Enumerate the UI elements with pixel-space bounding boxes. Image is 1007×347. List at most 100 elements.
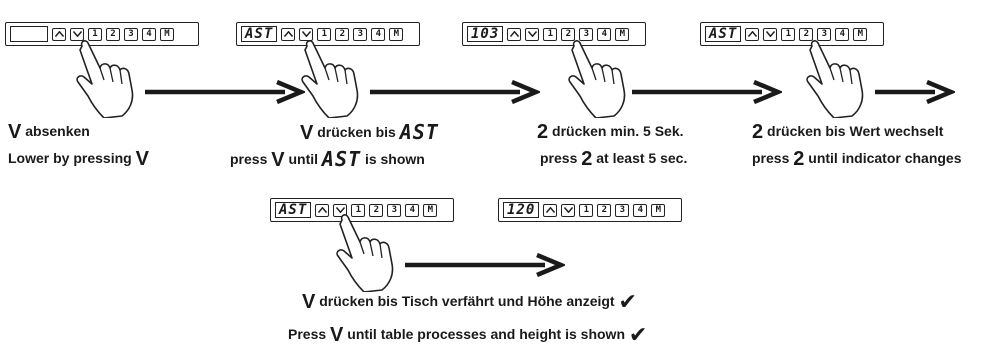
key2-symbol: 2	[537, 121, 549, 143]
up-key[interactable]	[281, 27, 296, 41]
step5-de-text: drücken bis Tisch verfährt und Höhe anze…	[319, 293, 615, 309]
key-1[interactable]: 1	[317, 27, 332, 41]
key-3[interactable]: 3	[387, 203, 402, 217]
key-3[interactable]: 3	[579, 27, 594, 41]
key-3[interactable]: 3	[124, 27, 138, 41]
down-key[interactable]	[561, 203, 576, 217]
key-1[interactable]: 1	[351, 203, 366, 217]
key2-symbol: 2	[793, 148, 805, 170]
pointing-hand-icon	[301, 40, 359, 118]
key-3[interactable]: 3	[615, 203, 630, 217]
checkmark-icon: ✔	[628, 322, 648, 347]
step2-caption-de: V drücken bis AST	[300, 122, 439, 143]
arrow-right-icon	[405, 253, 565, 277]
checkmark-icon: ✔	[618, 289, 637, 314]
key-1[interactable]: 1	[88, 27, 102, 41]
key-m[interactable]: M	[615, 27, 630, 41]
arrow-right-icon	[632, 80, 782, 104]
key-m[interactable]: M	[651, 203, 666, 217]
key-2[interactable]: 2	[369, 203, 384, 217]
down-key[interactable]	[763, 27, 778, 41]
key-2[interactable]: 2	[597, 203, 612, 217]
down-symbol: V	[302, 291, 316, 313]
step5-en-suffix: until table processes and height is show…	[347, 326, 625, 342]
down-symbol: V	[135, 148, 149, 170]
control-panel-4: AST 1 2 3 4 M	[700, 22, 884, 46]
key-3[interactable]: 3	[817, 27, 832, 41]
step1-de-text: absenken	[25, 123, 90, 139]
key-1[interactable]: 1	[543, 27, 558, 41]
control-panel-1: 1 2 3 4 M	[5, 22, 199, 46]
down-key[interactable]	[525, 27, 540, 41]
up-key[interactable]	[507, 27, 522, 41]
step3-en-prefix: press	[540, 150, 578, 166]
step5-en-prefix: Press	[288, 326, 327, 342]
control-panel-6: 120 1 2 3 4 M	[498, 198, 682, 222]
control-panel-5: AST 1 2 3 4 M	[270, 198, 454, 222]
key-2[interactable]: 2	[561, 27, 576, 41]
step2-de-code: AST	[399, 120, 439, 144]
key-m[interactable]: M	[389, 27, 404, 41]
step1-en-text: Lower by pressing	[8, 150, 132, 166]
key-2[interactable]: 2	[106, 27, 120, 41]
key-4[interactable]: 4	[142, 27, 156, 41]
step4-en-prefix: press	[752, 150, 790, 166]
arrow-right-icon	[875, 80, 955, 104]
display-4: AST	[705, 26, 742, 42]
step3-en-suffix: at least 5 sec.	[596, 150, 688, 166]
up-key[interactable]	[315, 203, 330, 217]
arrow-right-icon	[145, 80, 305, 104]
display-1	[10, 26, 48, 42]
down-key[interactable]	[333, 203, 348, 217]
key-4[interactable]: 4	[371, 27, 386, 41]
key-4[interactable]: 4	[405, 203, 420, 217]
step1-caption-en: Lower by pressing V	[8, 149, 149, 169]
down-symbol: V	[300, 122, 314, 144]
display-3: 103	[467, 26, 504, 42]
step2-de-text: drücken bis	[317, 124, 396, 140]
pointing-hand-icon	[336, 214, 394, 292]
key2-symbol: 2	[581, 148, 593, 170]
display-5: AST	[275, 202, 312, 218]
key-4[interactable]: 4	[633, 203, 648, 217]
up-key[interactable]	[52, 27, 66, 41]
step3-de-text: drücken min. 5 Sek.	[552, 123, 684, 139]
pointing-hand-icon	[76, 40, 134, 118]
key-2[interactable]: 2	[799, 27, 814, 41]
key-4[interactable]: 4	[597, 27, 612, 41]
step1-caption-de: V absenken	[8, 122, 90, 142]
step5-caption-de: V drücken bis Tisch verfährt und Höhe an…	[302, 291, 637, 313]
down-key[interactable]	[70, 27, 84, 41]
control-panel-2: AST 1 2 3 4 M	[236, 22, 420, 46]
step2-en-suffix: is shown	[364, 151, 425, 167]
up-key[interactable]	[543, 203, 558, 217]
key-1[interactable]: 1	[781, 27, 796, 41]
pointing-hand-icon	[806, 40, 864, 118]
key-1[interactable]: 1	[579, 203, 594, 217]
up-key[interactable]	[745, 27, 760, 41]
down-symbol: V	[8, 121, 22, 143]
step2-en-mid: until	[288, 151, 319, 167]
step4-caption-de: 2 drücken bis Wert wechselt	[752, 122, 943, 142]
step4-de-text: drücken bis Wert wechselt	[767, 123, 944, 139]
display-6: 120	[503, 202, 540, 218]
down-symbol: V	[271, 149, 285, 171]
display-2: AST	[241, 26, 278, 42]
step3-caption-de: 2 drücken min. 5 Sek.	[537, 122, 684, 142]
pointing-hand-icon	[568, 40, 626, 118]
key-m[interactable]: M	[853, 27, 868, 41]
step4-en-suffix: until indicator changes	[808, 150, 962, 166]
key-2[interactable]: 2	[335, 27, 350, 41]
down-key[interactable]	[299, 27, 314, 41]
step2-caption-en: press V until AST is shown	[230, 149, 425, 170]
key-m[interactable]: M	[423, 203, 438, 217]
step2-en-code: AST	[321, 147, 362, 171]
step2-en-prefix: press	[230, 151, 268, 167]
key-m[interactable]: M	[160, 27, 174, 41]
step4-caption-en: press 2 until indicator changes	[752, 149, 962, 169]
key-3[interactable]: 3	[353, 27, 368, 41]
key-4[interactable]: 4	[835, 27, 850, 41]
control-panel-3: 103 1 2 3 4 M	[462, 22, 646, 46]
down-symbol: V	[330, 324, 344, 346]
arrow-right-icon	[370, 80, 540, 104]
